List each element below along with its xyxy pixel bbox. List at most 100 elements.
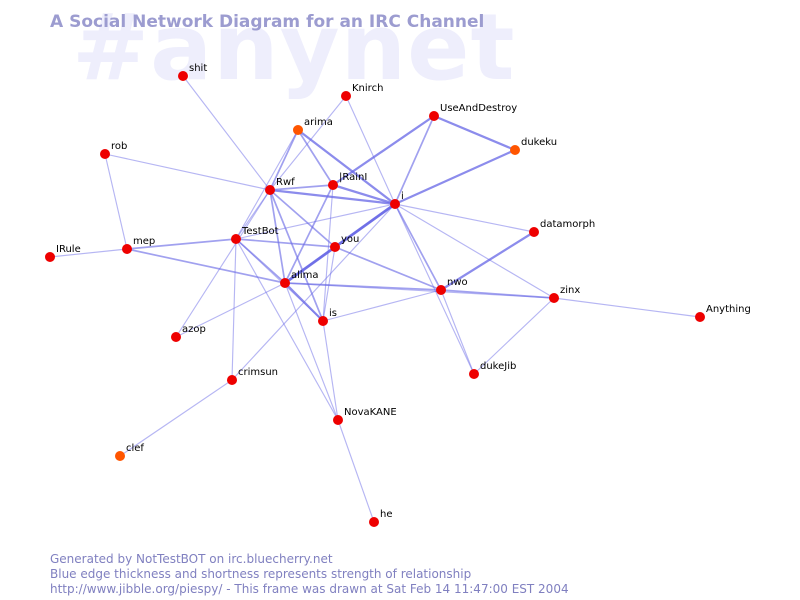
node-Anything: Anything (695, 304, 751, 322)
edges-layer (49, 75, 701, 523)
edge-nwo-dukeJib (440, 289, 475, 375)
edge-Rwf-IRainI (269, 184, 334, 191)
edge-Rwf-alima (269, 189, 286, 284)
edge-arima-i (296, 128, 397, 206)
node-dot-Rwf (265, 185, 275, 195)
node-label-azop: azop (182, 324, 206, 335)
node-dot-Anything (695, 312, 705, 322)
node-dot-he (369, 517, 379, 527)
node-label-dukeJib: dukeJib (480, 361, 516, 372)
edge-nwo-is (322, 289, 442, 322)
node-crimsun: crimsun (227, 367, 278, 385)
node-clef: clef (115, 443, 144, 461)
edge-IRule-mep (49, 248, 128, 258)
node-label-Knirch: Knirch (352, 83, 383, 94)
node-dot-mep (122, 244, 132, 254)
node-label-TestBot: TestBot (241, 226, 279, 237)
node-azop: azop (171, 324, 206, 342)
node-datamorph: datamorph (529, 219, 595, 237)
node-you: you (330, 234, 359, 252)
node-nwo: nwo (436, 277, 468, 295)
node-mep: mep (122, 236, 155, 254)
edge-Rwf-you (269, 189, 336, 248)
node-he: he (369, 509, 393, 527)
node-alima: alima (280, 270, 319, 288)
edge-NovaKANE-he (337, 419, 375, 523)
edge-Knirch-i (345, 95, 396, 205)
edge-arima-Rwf (269, 129, 299, 191)
edge-alima-NovaKANE (284, 282, 339, 421)
edge-nwo-zinx (440, 289, 555, 299)
node-dot-i (390, 199, 400, 209)
node-dukeku: dukeku (510, 137, 557, 155)
edge-you-nwo (334, 246, 442, 291)
node-shit: shit (178, 63, 207, 81)
node-is: is (318, 308, 337, 326)
node-dot-rob (100, 149, 110, 159)
edge-TestBot-alima (235, 238, 286, 284)
edge-datamorph-nwo (439, 230, 536, 292)
node-label-IRainI: |RainI (339, 172, 367, 183)
edge-IRainI-i (331, 183, 397, 206)
node-label-mep: mep (133, 236, 155, 247)
node-label-he: he (380, 509, 393, 520)
edge-alima-nwo (284, 282, 442, 291)
node-UseAndDestroy: UseAndDestroy (429, 103, 517, 121)
edge-Rwf-i (268, 188, 397, 206)
edge-zinx-dukeJib (473, 297, 555, 375)
node-dot-zinx (549, 293, 559, 303)
node-label-shit: shit (189, 63, 207, 74)
edge-Knirch-Rwf (269, 95, 347, 191)
node-rob: rob (100, 141, 127, 159)
edge-Rwf-TestBot (235, 189, 271, 240)
node-dot-dukeku (510, 145, 520, 155)
edge-shit-Rwf (182, 75, 271, 191)
edge-i-nwo (394, 203, 442, 291)
edge-dukeku-i (393, 148, 517, 206)
edge-i-TestBot (235, 203, 396, 240)
edge-you-alima (284, 246, 336, 284)
node-label-zinx: zinx (560, 285, 580, 296)
node-label-arima: arima (304, 117, 333, 128)
edge-i-you (334, 203, 396, 248)
edge-i-datamorph (394, 203, 535, 233)
footer-source-link: http://www.jibble.org/piespy/ - This fra… (50, 582, 569, 596)
node-Rwf: Rwf (265, 177, 295, 195)
footer: Generated by NotTestBOT on irc.bluecherr… (50, 552, 569, 597)
node-label-UseAndDestroy: UseAndDestroy (440, 103, 517, 114)
node-dot-NovaKANE (333, 415, 343, 425)
edge-Rwf-azop (175, 189, 271, 338)
node-dot-shit (178, 71, 188, 81)
edge-i-crimsun (231, 203, 396, 381)
node-dot-dukeJib (469, 369, 479, 379)
node-TestBot: TestBot (231, 226, 279, 244)
edge-TestBot-NovaKANE (235, 238, 339, 421)
node-label-Rwf: Rwf (276, 177, 295, 188)
node-zinx: zinx (549, 285, 580, 303)
node-dot-nwo (436, 285, 446, 295)
edge-UseAndDestroy-dukeku (432, 114, 517, 152)
node-dot-clef (115, 451, 125, 461)
node-label-i: i (401, 191, 404, 202)
node-dot-you (330, 242, 340, 252)
node-label-is: is (329, 308, 337, 319)
edge-is-NovaKANE (322, 320, 339, 421)
node-label-you: you (341, 234, 359, 245)
edge-arima-IRainI (297, 129, 334, 186)
node-i: i (390, 191, 404, 209)
node-dot-UseAndDestroy (429, 111, 439, 121)
node-label-rob: rob (111, 141, 127, 152)
footer-legend-note: Blue edge thickness and shortness repres… (50, 567, 472, 581)
edge-UseAndDestroy-i (394, 115, 435, 205)
edge-zinx-Anything (553, 297, 701, 318)
node-dot-datamorph (529, 227, 539, 237)
node-label-crimsun: crimsun (238, 367, 278, 378)
node-label-NovaKANE: NovaKANE (344, 407, 397, 418)
node-label-dukeku: dukeku (521, 137, 557, 148)
node-dot-IRainI (328, 180, 338, 190)
node-arima: arima (293, 117, 333, 135)
edge-alima-azop (175, 282, 286, 338)
edge-crimsun-clef (119, 379, 233, 457)
channel-watermark: #anynet (72, 0, 516, 101)
